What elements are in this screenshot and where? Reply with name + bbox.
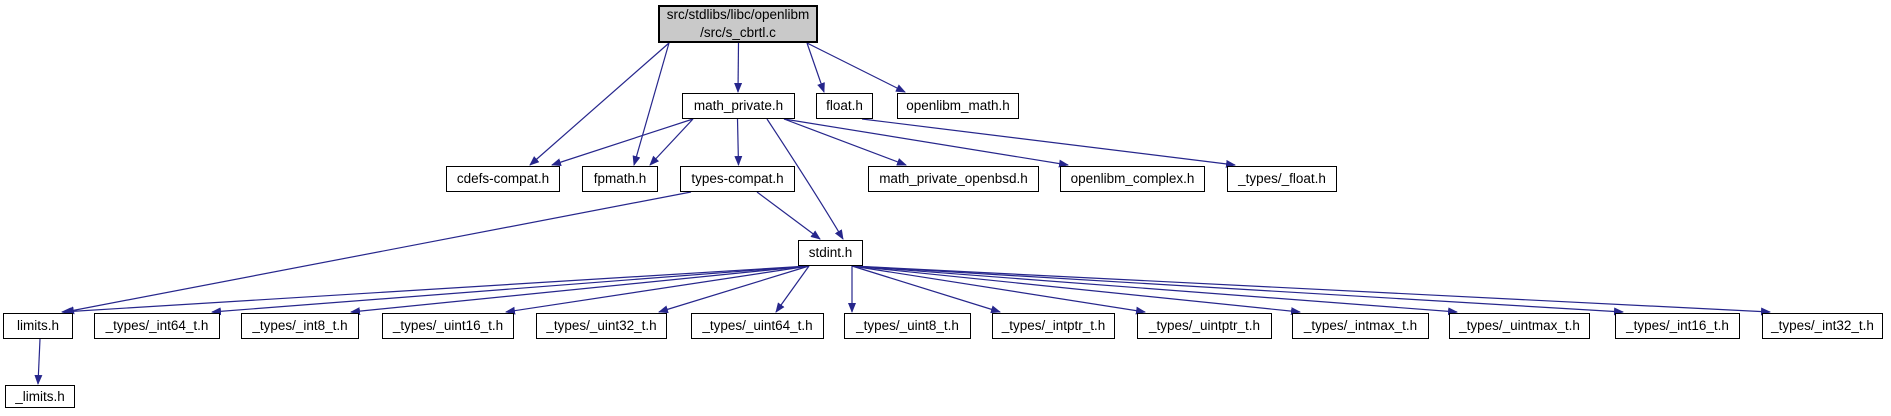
edge-math_private-to-math_private_openbsd xyxy=(783,118,907,166)
edge-float-to-types_float xyxy=(861,118,1236,168)
node-t_uint16[interactable]: _types/_uint16_t.h xyxy=(382,313,514,339)
node-t_int8[interactable]: _types/_int8_t.h xyxy=(241,313,359,339)
edge-math_private-to-openlibm_complex xyxy=(783,118,1069,168)
edge-s_cbrtl-to-float xyxy=(806,42,825,93)
edge-math_private-to-cdefs_compat xyxy=(551,118,694,167)
node-t_uint8[interactable]: _types/_uint8_t.h xyxy=(844,313,971,339)
node-openlibm_math[interactable]: openlibm_math.h xyxy=(897,93,1019,119)
edge-stdint-to-t_uint32 xyxy=(658,265,810,314)
node-limits[interactable]: limits.h xyxy=(3,313,73,339)
node-fpmath[interactable]: fpmath.h xyxy=(582,166,658,192)
edge-stdint-to-t_uintmax xyxy=(851,265,1458,316)
node-t_uint32[interactable]: _types/_uint32_t.h xyxy=(536,313,667,339)
edge-stdint-to-t_int64 xyxy=(211,265,810,316)
edge-s_cbrtl-to-openlibm_math xyxy=(806,42,906,93)
edge-math_private-to-stdint xyxy=(766,118,844,240)
edge-stdint-to-t_int32 xyxy=(851,265,1771,316)
node-types_compat[interactable]: types-compat.h xyxy=(680,166,795,192)
node-_limits[interactable]: _limits.h xyxy=(5,385,75,408)
edge-s_cbrtl-to-cdefs_compat xyxy=(529,42,670,166)
node-t_uintmax[interactable]: _types/_uintmax_t.h xyxy=(1449,313,1590,339)
node-float[interactable]: float.h xyxy=(816,93,873,119)
node-t_intmax[interactable]: _types/_intmax_t.h xyxy=(1292,313,1429,339)
node-cdefs_compat[interactable]: cdefs-compat.h xyxy=(446,166,560,192)
edge-limits-to-_limits xyxy=(34,338,43,385)
edge-types_compat-to-stdint xyxy=(756,191,821,240)
node-math_private[interactable]: math_private.h xyxy=(682,93,795,119)
node-t_uint64[interactable]: _types/_uint64_t.h xyxy=(691,313,824,339)
edge-math_private-to-fpmath xyxy=(649,118,694,166)
node-t_int32[interactable]: _types/_int32_t.h xyxy=(1762,313,1883,339)
node-t_int64[interactable]: _types/_int64_t.h xyxy=(94,313,220,339)
node-types_float[interactable]: _types/_float.h xyxy=(1227,166,1337,192)
edge-stdint-to-t_int8 xyxy=(350,265,810,316)
edge-math_private-to-types_compat xyxy=(734,118,743,166)
edge-stdint-to-t_intmax xyxy=(851,265,1301,316)
edge-stdint-to-t_uintptr xyxy=(851,265,1146,315)
node-t_intptr[interactable]: _types/_intptr_t.h xyxy=(992,313,1115,339)
node-t_uintptr[interactable]: _types/_uintptr_t.h xyxy=(1137,313,1272,339)
edge-stdint-to-t_intptr xyxy=(851,265,1001,314)
edge-stdint-to-t_uint16 xyxy=(505,265,810,315)
edge-stdint-to-t_uint64 xyxy=(775,265,810,313)
node-t_int16[interactable]: _types/_int16_t.h xyxy=(1615,313,1740,339)
edge-types_compat-to-limits xyxy=(64,191,692,315)
edge-stdint-to-limits xyxy=(61,265,810,316)
node-s_cbrtl: src/stdlibs/libc/openlibm /src/s_cbrtl.c xyxy=(658,5,818,43)
edge-s_cbrtl-to-fpmath xyxy=(632,42,670,166)
edge-s_cbrtl-to-math_private xyxy=(734,42,743,93)
node-openlibm_complex[interactable]: openlibm_complex.h xyxy=(1060,166,1205,192)
node-math_private_openbsd[interactable]: math_private_openbsd.h xyxy=(868,166,1039,192)
edge-stdint-to-t_int16 xyxy=(851,265,1624,316)
node-stdint[interactable]: stdint.h xyxy=(798,240,863,266)
